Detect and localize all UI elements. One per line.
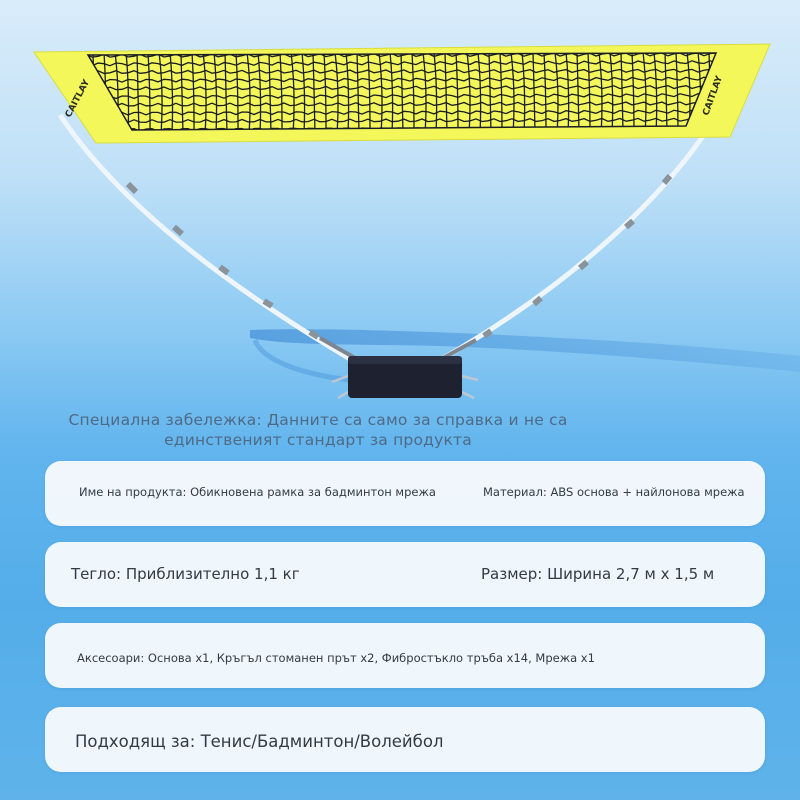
spec-card-suitable-for: Подходящ за: Тенис/Бадминтон/Волейбол <box>45 707 765 772</box>
base-top <box>348 356 462 364</box>
left-pole <box>57 113 357 365</box>
product-name-text: Име на продукта: Обикновена рамка за бад… <box>79 485 436 499</box>
spec-card-accessories: Аксесоари: Основа x1, Кръгъл стоманен пр… <box>45 623 765 688</box>
weight-text: Тегло: Приблизително 1,1 кг <box>71 565 300 583</box>
right-pole-joints <box>482 174 673 339</box>
material-text: Материал: ABS основа + найлонова мрежа <box>483 485 745 499</box>
note-line-2: единственият стандарт за продукта <box>164 431 472 449</box>
spec-card-weight-size: Тегло: Приблизително 1,1 кг Размер: Шири… <box>45 542 765 607</box>
product-illustration: CAITLAY CAITLAY <box>33 43 800 400</box>
note-line-1: Специална забележка: Данните са само за … <box>68 411 568 429</box>
right-pole <box>438 116 718 363</box>
accessories-text: Аксесоари: Основа x1, Кръгъл стоманен пр… <box>77 651 595 665</box>
left-pole-joints <box>125 181 320 340</box>
special-note: Специална забележка: Данните са само за … <box>48 410 588 450</box>
spec-card-name-material: Име на продукта: Обикновена рамка за бад… <box>45 461 765 526</box>
base-block <box>348 356 462 398</box>
frame-shadow-curve <box>252 338 351 383</box>
frame-shadow <box>250 329 800 372</box>
size-text: Размер: Ширина 2,7 м x 1,5 м <box>481 565 715 583</box>
suitable-for-text: Подходящ за: Тенис/Бадминтон/Волейбол <box>75 732 444 751</box>
badminton-net-image: CAITLAY CAITLAY <box>33 43 800 400</box>
base-feet <box>331 374 479 400</box>
net-mesh <box>88 53 716 130</box>
